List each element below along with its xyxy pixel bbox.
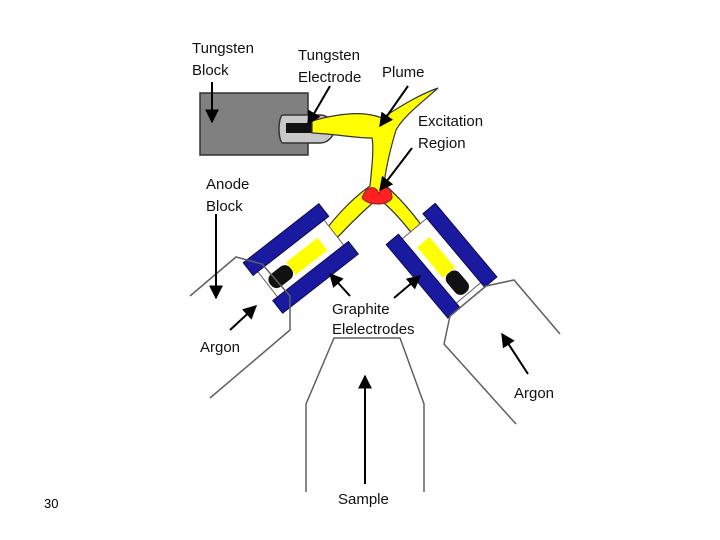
right-anode-block — [443, 279, 561, 425]
label-plume: Plume — [382, 64, 425, 81]
left-anode-block — [189, 256, 291, 399]
left-graphite-electrode — [242, 202, 359, 314]
label-tungsten-block: Tungsten Block — [192, 40, 258, 79]
label-anode-block: Anode Block — [206, 176, 254, 215]
tungsten-electrode — [286, 123, 314, 133]
label-tungsten-electrode: Tungsten Electrode — [298, 47, 364, 86]
excitation-region — [361, 187, 393, 205]
arrows — [205, 82, 529, 484]
page-number: 30 — [44, 496, 59, 511]
label-graphite-electrodes: Graphite Elelectrodes — [332, 301, 415, 338]
label-excitation-region: Excitation Region — [418, 113, 487, 152]
label-argon-left: Argon — [200, 339, 240, 356]
right-graphite-electrode — [385, 202, 498, 319]
sample-holder — [305, 337, 425, 492]
label-sample: Sample — [338, 491, 389, 508]
label-argon-right: Argon — [514, 385, 554, 402]
